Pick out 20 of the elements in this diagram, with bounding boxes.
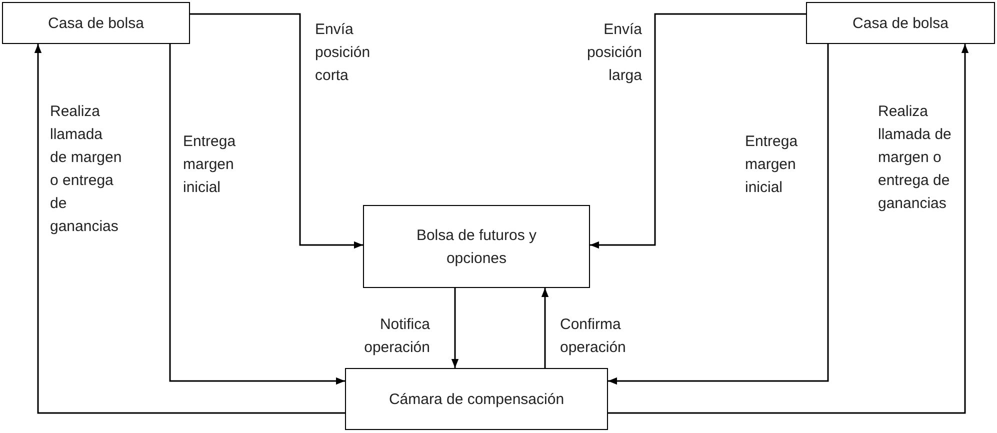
edge-label: Confirma operación bbox=[560, 315, 627, 358]
arrow bbox=[541, 288, 549, 368]
edge-label: Envía posición corta bbox=[315, 20, 372, 86]
edge-label: Entrega margen inicial bbox=[183, 132, 237, 198]
arrow bbox=[169, 44, 345, 385]
arrow bbox=[34, 44, 345, 414]
edge-label: Entrega margen inicial bbox=[745, 132, 799, 198]
edge-label: Realiza llamada de margen o entrega de ganancias bbox=[878, 102, 952, 214]
edge-label: Realiza llamada de margen o entrega de ganancias bbox=[50, 102, 122, 237]
arrow bbox=[590, 13, 806, 249]
arrow bbox=[190, 13, 363, 249]
edge-label: Notifica operación bbox=[363, 315, 430, 358]
process-box: Bolsa de futuros y opciones bbox=[363, 205, 590, 288]
edge-label: Envía posición larga bbox=[586, 20, 642, 86]
arrow bbox=[608, 44, 829, 385]
process-box: Casa de bolsa bbox=[2, 2, 190, 44]
arrow bbox=[608, 44, 969, 414]
arrow bbox=[451, 288, 459, 368]
process-box: Casa de bolsa bbox=[806, 2, 995, 44]
process-box: Cámara de compensación bbox=[345, 368, 608, 430]
